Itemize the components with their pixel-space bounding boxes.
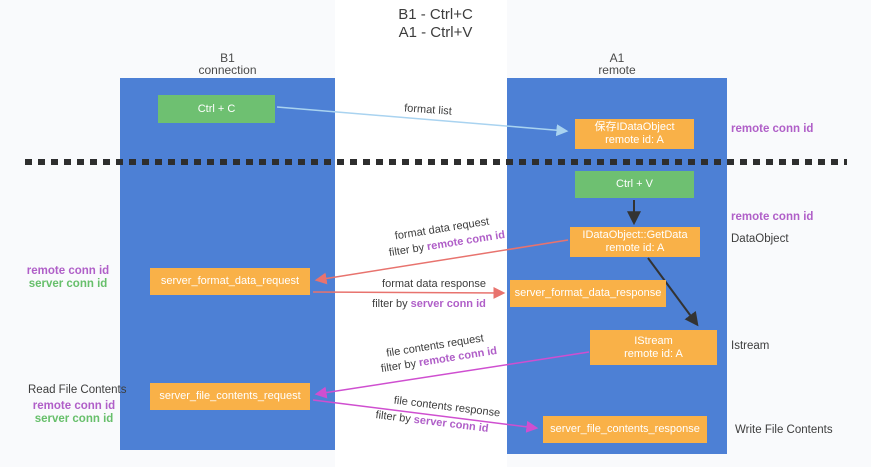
server-format-data-response-label: server_format_data_response bbox=[514, 287, 662, 299]
remote-conn-id-label-left-2: remote conn id bbox=[32, 400, 116, 412]
column-b1-role: connection bbox=[198, 63, 257, 77]
server-file-contents-response-box: server_file_contents_response bbox=[543, 416, 707, 443]
column-a1-name: A1 bbox=[609, 51, 625, 65]
dataobject-label: DataObject bbox=[731, 233, 789, 245]
save-dataobject-box: 保存IDataObject remote id: A bbox=[575, 119, 694, 149]
getdata-line1: IDataObject::GetData bbox=[582, 229, 688, 241]
server-file-contents-response-label: server_file_contents_response bbox=[550, 423, 700, 435]
left-conn-id-group-2: remote conn id server conn id bbox=[28, 400, 120, 426]
istream-line1: IStream bbox=[634, 334, 673, 347]
format-data-response-label: format data response bbox=[382, 278, 486, 290]
server-conn-id-label-left-2: server conn id bbox=[34, 413, 114, 425]
column-a1-role: remote bbox=[598, 63, 636, 77]
ctrl-v-label: Ctrl + V bbox=[616, 178, 653, 190]
filter-by-server-1: filter by server conn id bbox=[372, 298, 486, 310]
left-conn-id-group-1: remote conn id server conn id bbox=[22, 265, 114, 291]
ctrl-c-label: Ctrl + C bbox=[197, 102, 236, 115]
session-separator-line bbox=[25, 159, 847, 165]
column-header-b1: B1 connection bbox=[120, 52, 335, 76]
save-dataobject-line2: remote id: A bbox=[605, 134, 664, 146]
diagram-title: B1 - Ctrl+C A1 - Ctrl+V bbox=[0, 6, 871, 42]
istream-side-label: Istream bbox=[731, 340, 770, 352]
read-file-contents-label: Read File Contents bbox=[28, 384, 127, 396]
column-b1-name: B1 bbox=[220, 51, 235, 65]
remote-conn-id-label-left-1: remote conn id bbox=[26, 265, 110, 277]
getdata-box: IDataObject::GetData remote id: A bbox=[570, 227, 700, 257]
save-dataobject-line1: 保存IDataObject bbox=[594, 121, 675, 133]
getdata-line2: remote id: A bbox=[605, 242, 665, 254]
server-format-data-request-label: server_format_data_request bbox=[160, 275, 300, 287]
server-file-contents-request-box: server_file_contents_request bbox=[150, 383, 310, 410]
title-line-1: B1 - Ctrl+C bbox=[398, 6, 473, 23]
title-line-2: A1 - Ctrl+V bbox=[398, 24, 473, 41]
server-format-data-response-box: server_format_data_response bbox=[510, 280, 666, 307]
remote-conn-id-label-1: remote conn id bbox=[731, 123, 814, 135]
server-conn-id-label-left-1: server conn id bbox=[28, 278, 108, 290]
ctrl-v-box: Ctrl + V bbox=[575, 171, 694, 198]
istream-line2: remote id: A bbox=[624, 347, 683, 360]
server-file-contents-request-label: server_file_contents_request bbox=[159, 390, 301, 402]
remote-conn-id-label-2: remote conn id bbox=[731, 211, 814, 223]
server-format-data-request-box: server_format_data_request bbox=[150, 268, 310, 295]
istream-box: IStream remote id: A bbox=[590, 330, 717, 365]
server-conn-id-text: server conn id bbox=[410, 298, 486, 310]
column-header-a1: A1 remote bbox=[507, 52, 727, 76]
filter-by-text: filter by bbox=[372, 298, 411, 310]
ctrl-c-box: Ctrl + C bbox=[158, 95, 275, 123]
write-file-contents-label: Write File Contents bbox=[735, 424, 833, 436]
